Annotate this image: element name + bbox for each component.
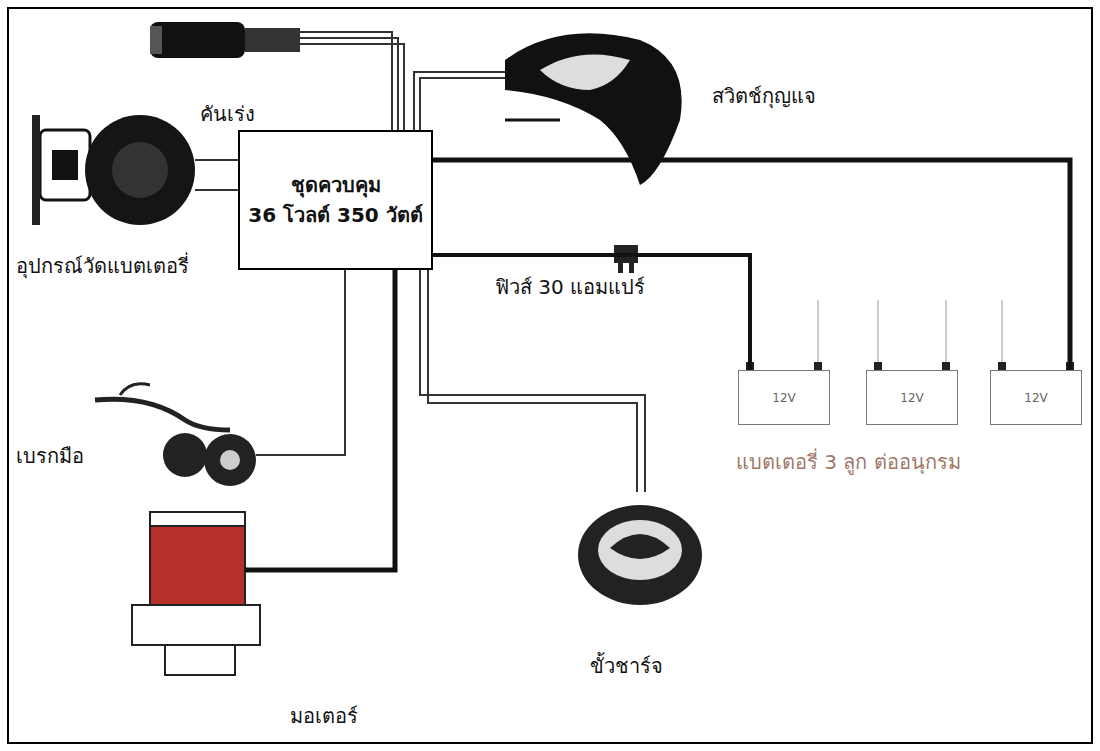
part-label: สวิตช์กุญแจ	[712, 80, 816, 112]
part-label: ขั้วชาร์จ	[590, 650, 663, 682]
charge-port-picture	[578, 505, 702, 605]
motor-wire	[245, 270, 395, 570]
motor-picture	[132, 512, 260, 675]
battery-box: 12V	[866, 370, 958, 425]
key-switch-wires	[414, 72, 505, 130]
throttle-picture	[150, 22, 300, 58]
fuse-label: ฟิวส์ 30 แอมแปร์	[495, 271, 645, 303]
part-label: เบรกมือ	[16, 440, 84, 472]
node-text: ชุดควบคุม	[291, 170, 381, 200]
part-label: มอเตอร์	[290, 700, 358, 732]
node-text: 12V	[900, 391, 923, 405]
node-text: 36 โวลต์ 350 วัตต์	[248, 200, 422, 230]
note-label: แบตเตอรี่ 3 ลูก ต่ออนุกรม	[736, 446, 961, 478]
node-text: 12V	[772, 391, 795, 405]
battery-meter-picture	[32, 115, 195, 225]
fuse-symbol	[614, 245, 638, 273]
frame	[8, 8, 1092, 743]
part-label: อุปกรณ์วัดแบตเตอรี่	[16, 250, 189, 282]
power-wire	[433, 255, 750, 370]
hand-brake-wire	[256, 270, 345, 455]
throttle-wires	[300, 32, 404, 130]
part-label: คันเร่ง	[200, 98, 255, 130]
battery-box: 12V	[990, 370, 1082, 425]
controller-box: ชุดควบคุม36 โวลต์ 350 วัตต์	[238, 130, 433, 270]
series-links	[818, 300, 1002, 362]
hand-brake-picture	[95, 384, 256, 486]
battery-box: 12V	[738, 370, 830, 425]
charge-port-wires	[420, 270, 645, 492]
node-text: 12V	[1024, 391, 1047, 405]
battery-meter-wires	[195, 160, 238, 190]
power-wire	[433, 160, 1070, 370]
